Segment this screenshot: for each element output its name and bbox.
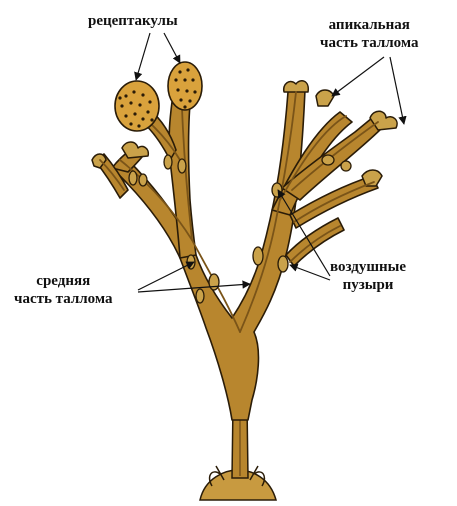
thallus-body: [96, 90, 384, 420]
label-apical-part: апикальная часть таллома: [320, 16, 419, 52]
label-receptacles: рецептакулы: [88, 12, 178, 30]
pointer-apical-1: [332, 57, 384, 96]
receptacle-right: [168, 62, 202, 110]
label-middle-part: средняя часть таллома: [14, 272, 113, 308]
pointer-receptacle-right: [164, 33, 180, 63]
label-air-bladders: воздушные пузыри: [330, 258, 406, 294]
receptacle-left: [115, 81, 159, 131]
pointer-apical-2: [390, 57, 404, 124]
pointer-bladder-2: [290, 265, 330, 280]
pointer-receptacle-left: [136, 33, 150, 80]
pointer-middle-1: [138, 262, 194, 290]
